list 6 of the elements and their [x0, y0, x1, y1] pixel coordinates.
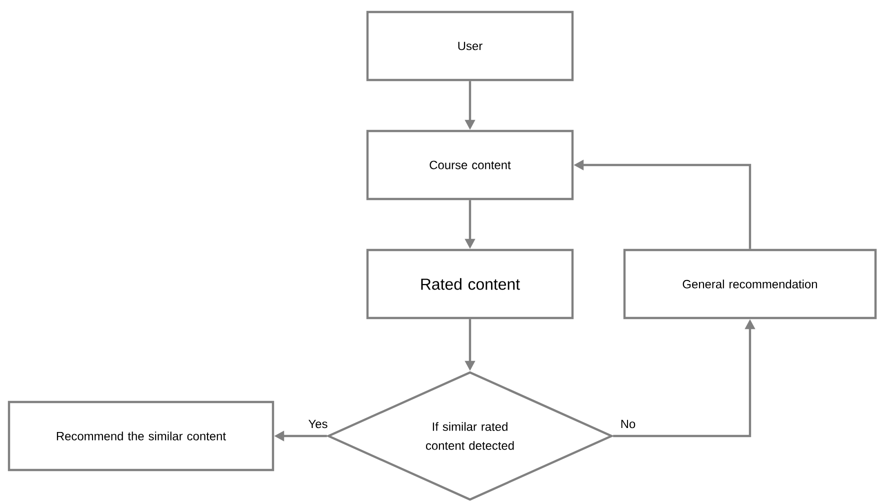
edge-label: No — [619, 418, 637, 430]
process-box: Course content — [366, 130, 574, 200]
process-box: General recommendation — [623, 248, 877, 320]
process-box: User — [366, 10, 574, 82]
process-box: Rated content — [366, 248, 574, 320]
process-box: Recommend the similar content — [8, 400, 274, 472]
